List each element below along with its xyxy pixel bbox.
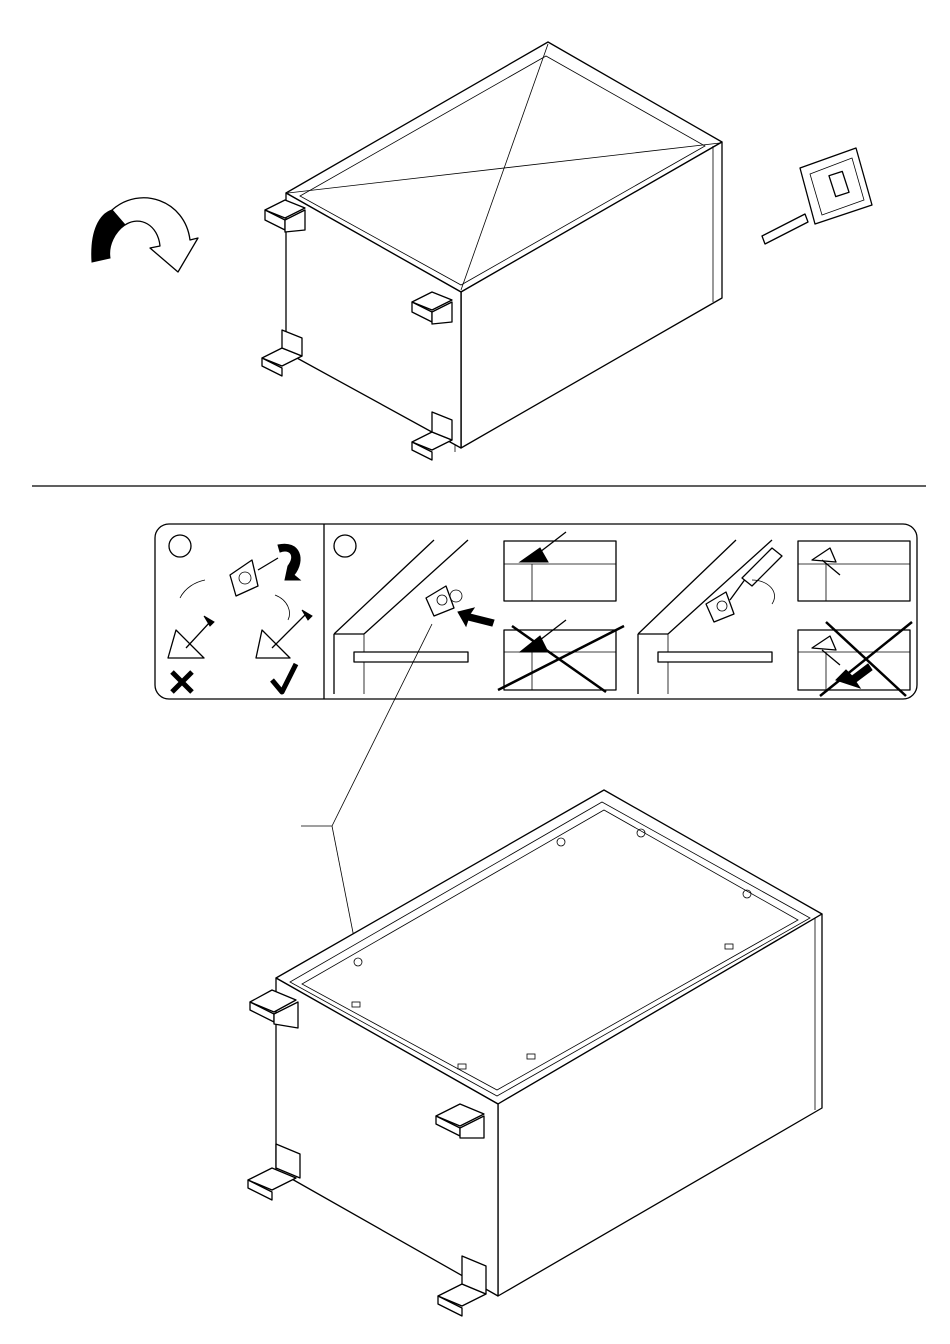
step-badge-1 (169, 535, 191, 557)
top-cabinet (286, 42, 722, 452)
tape-measure-icon (762, 148, 872, 244)
detail-box-wrong (498, 620, 624, 692)
rotate-arrow-icon (92, 198, 198, 272)
detail-box-wrong (798, 622, 912, 696)
step-badge-2 (334, 535, 356, 557)
bottom-cabinet (276, 790, 822, 1296)
detail-box-right (504, 532, 616, 601)
bottom-cabinet-foot (248, 1144, 300, 1200)
detail-panel (155, 524, 917, 699)
top-cabinet-foot (262, 330, 302, 376)
detail-box-right (798, 541, 910, 601)
